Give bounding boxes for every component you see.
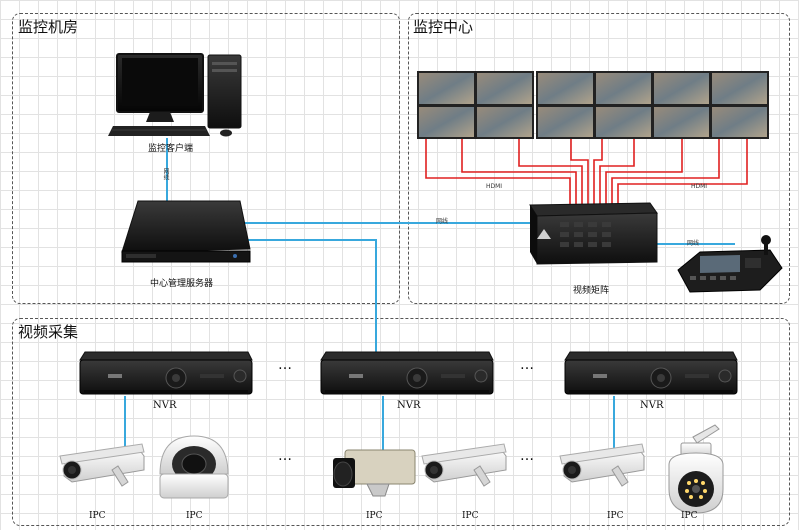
label-hdmi-left: HDMI bbox=[486, 183, 503, 190]
rack-server-icon bbox=[121, 200, 251, 263]
label-ipc-2: IPC bbox=[186, 511, 203, 521]
label-net-1: 网线 bbox=[162, 168, 169, 180]
label-nvr-1: NVR bbox=[153, 400, 177, 411]
label-server: 中心管理服务器 bbox=[150, 279, 214, 289]
ptz-keyboard-icon bbox=[677, 235, 783, 293]
label-ipc-3: IPC bbox=[366, 511, 383, 521]
ellipsis-2: … bbox=[520, 357, 535, 373]
desktop-computer-icon bbox=[108, 53, 242, 137]
label-net-2: 网线 bbox=[436, 218, 449, 225]
monitor-wall-icon bbox=[417, 71, 769, 139]
label-ipc-4: IPC bbox=[462, 511, 479, 521]
label-ipc-5: IPC bbox=[607, 511, 624, 521]
label-net-3: 网线 bbox=[687, 240, 700, 247]
speed-dome-camera-icon bbox=[668, 424, 724, 514]
hdmi-lines bbox=[425, 138, 748, 205]
label-nvr-2: NVR bbox=[397, 400, 421, 411]
label-hdmi-right: HDMI bbox=[691, 183, 708, 190]
nvr-recorder-icon bbox=[320, 351, 494, 395]
label-matrix: 视频矩阵 bbox=[573, 286, 610, 296]
nvr-recorder-icon bbox=[564, 351, 738, 395]
zone-monitoring-center-title: 监控中心 bbox=[413, 18, 474, 36]
label-nvr-3: NVR bbox=[640, 400, 664, 411]
label-ipc-6: IPC bbox=[681, 511, 698, 521]
zone-video-capture-title: 视频采集 bbox=[18, 323, 79, 341]
bullet-camera-icon bbox=[559, 443, 645, 487]
label-ipc-1: IPC bbox=[89, 511, 106, 521]
line-server-nvr2 bbox=[243, 239, 377, 352]
zone-machine-room bbox=[12, 13, 400, 304]
ellipsis-1: … bbox=[278, 357, 293, 373]
dome-camera-icon bbox=[159, 435, 229, 499]
zone-monitoring-center bbox=[408, 13, 790, 304]
box-camera-icon bbox=[333, 449, 416, 497]
video-matrix-icon bbox=[529, 202, 658, 265]
bullet-camera-icon bbox=[421, 443, 507, 487]
ellipsis-3: … bbox=[278, 448, 293, 464]
label-client: 监控客户端 bbox=[148, 144, 194, 154]
zone-video-capture bbox=[12, 318, 790, 526]
bullet-camera-icon bbox=[59, 443, 145, 487]
ellipsis-4: … bbox=[520, 448, 535, 464]
zone-machine-room-title: 监控机房 bbox=[18, 18, 79, 36]
nvr-recorder-icon bbox=[79, 351, 253, 395]
